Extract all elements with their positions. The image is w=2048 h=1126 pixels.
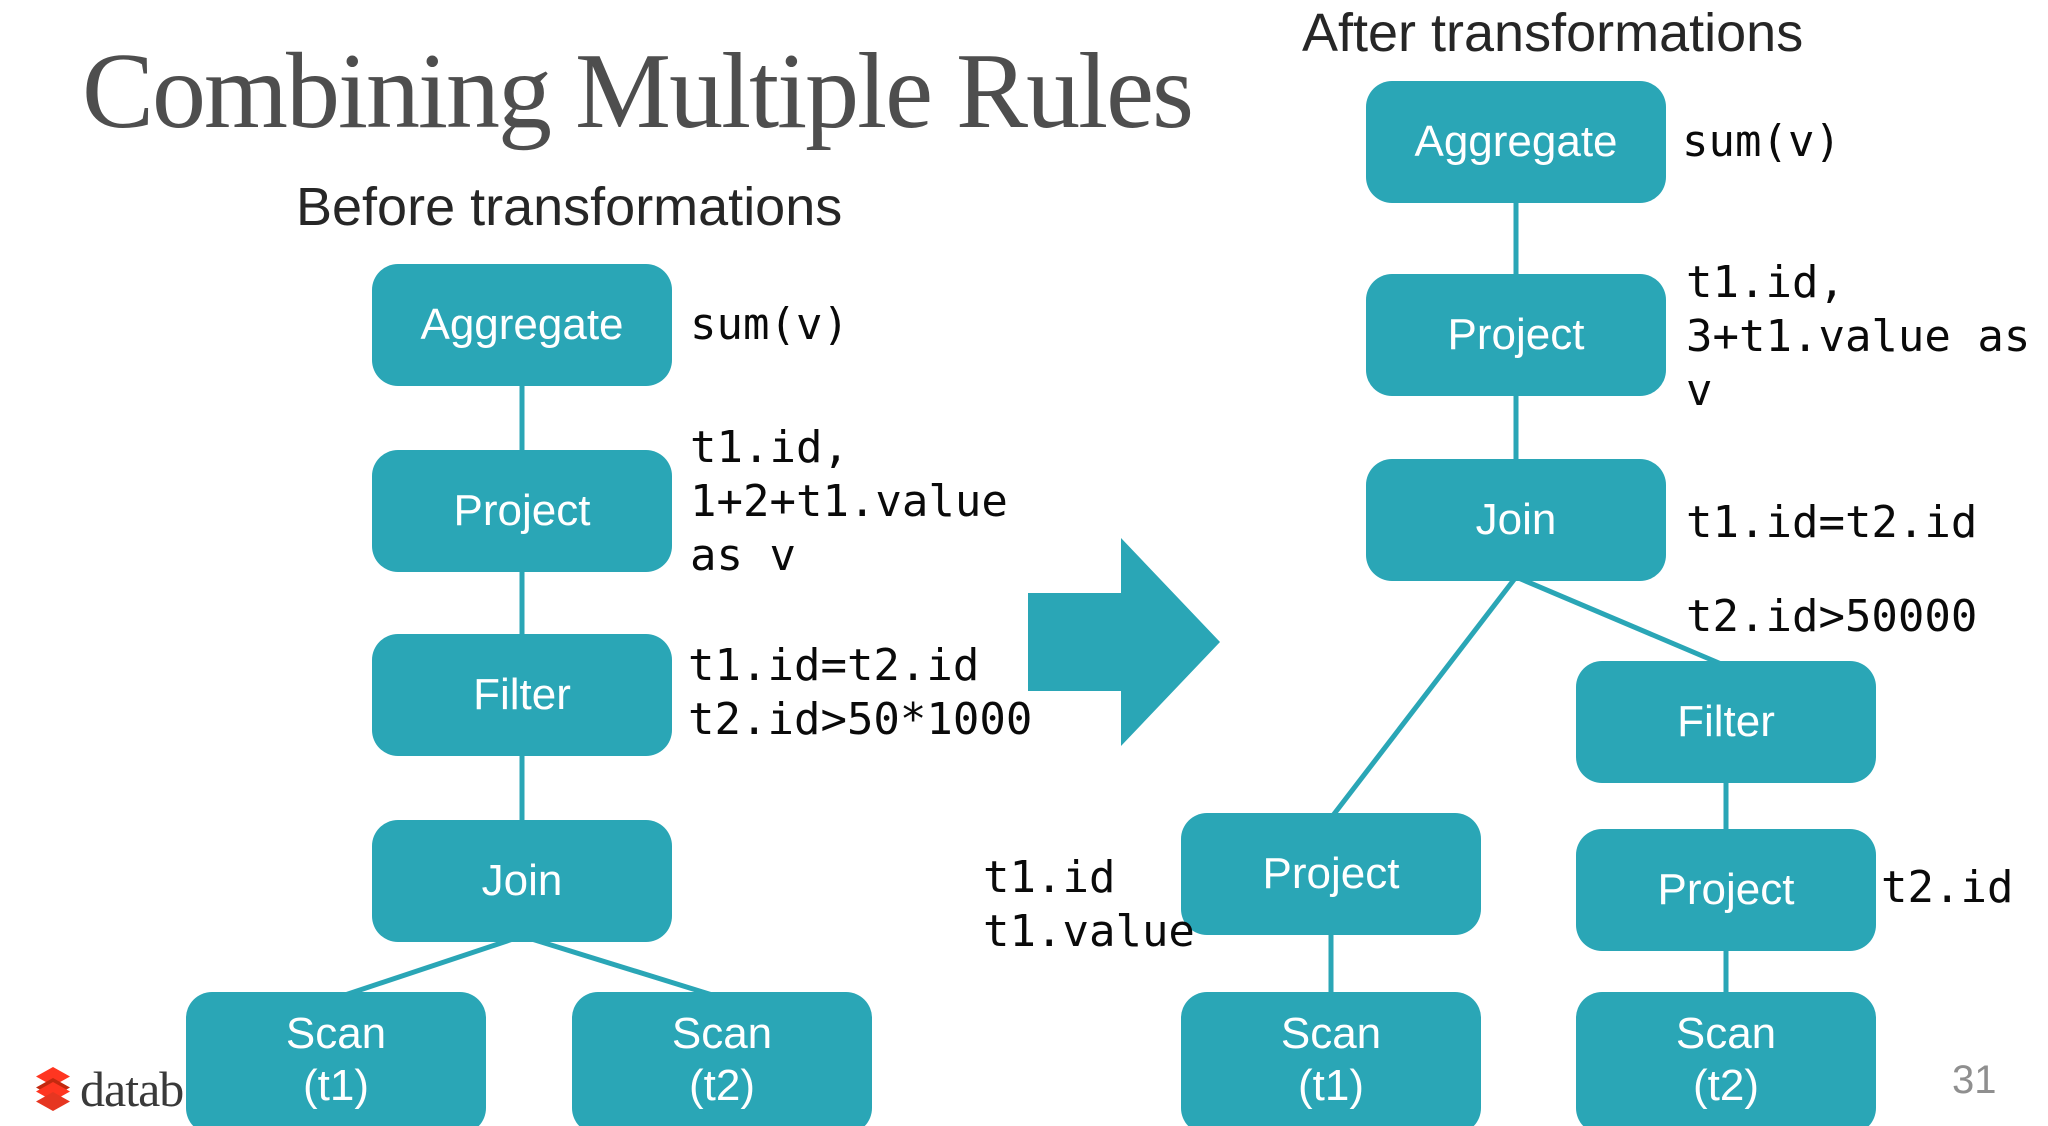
before-node-scan-t2: Scan (t2) — [572, 992, 872, 1126]
databricks-logo-icon — [36, 1067, 70, 1111]
before-node-scan-t1: Scan (t1) — [186, 992, 486, 1126]
after-node-filter: Filter — [1576, 661, 1876, 783]
databricks-logo-text: datab — [80, 1061, 184, 1117]
before-filter-expression-line1: t1.id=t2.id — [688, 640, 980, 691]
before-node-filter: Filter — [372, 634, 672, 756]
before-aggregate-expression: sum(v) — [690, 299, 849, 350]
after-node-scan-t2-line1: Scan — [1675, 1009, 1777, 1058]
before-project-expression-line3: as v — [690, 530, 796, 581]
before-node-aggregate: Aggregate — [372, 264, 672, 386]
before-node-project-label: Project — [453, 486, 591, 535]
before-edge-join-scan1 — [335, 933, 523, 1001]
after-project-expression-line2: 3+t1.value as — [1686, 311, 2031, 362]
after-heading: After transformations — [1302, 3, 1804, 63]
after-node-scan-t2-line2: (t2) — [1693, 1061, 1759, 1110]
before-node-scan-t2-line2: (t2) — [689, 1061, 755, 1110]
before-project-expression-line2: 1+2+t1.value — [690, 476, 1008, 527]
after-node-scan-t1-line2: (t1) — [1298, 1061, 1364, 1110]
after-node-project: Project — [1366, 274, 1666, 396]
after-join-expression: t1.id=t2.id — [1686, 497, 1978, 548]
after-project-expression-line1: t1.id, — [1686, 257, 1845, 308]
before-node-join: Join — [372, 820, 672, 942]
after-node-project-left: Project — [1181, 813, 1481, 935]
before-node-scan-t1-line1: Scan — [285, 1009, 387, 1058]
after-node-aggregate-label: Aggregate — [1414, 117, 1618, 166]
after-node-project-left-label: Project — [1262, 849, 1400, 898]
before-edge-join-scan2 — [521, 933, 723, 1001]
after-edge-join-projectleft — [1329, 575, 1518, 820]
page-number: 31 — [1952, 1058, 1997, 1102]
databricks-logo: datab — [34, 1060, 184, 1118]
after-node-project-right: Project — [1576, 829, 1876, 951]
after-project-left-expression-line2: t1.value — [983, 906, 1195, 957]
after-edge-join-filter — [1515, 574, 1727, 669]
after-node-scan-t2: Scan (t2) — [1576, 992, 1876, 1126]
after-pushed-filter-expression: t2.id>50000 — [1686, 591, 1978, 642]
after-project-left-expression-line1: t1.id — [983, 852, 1116, 903]
after-node-join-label: Join — [1475, 495, 1557, 544]
slide-title: Combining Multiple Rules — [82, 32, 1194, 151]
after-aggregate-expression: sum(v) — [1682, 116, 1841, 167]
after-node-join: Join — [1366, 459, 1666, 581]
after-node-aggregate: Aggregate — [1366, 81, 1666, 203]
before-node-aggregate-label: Aggregate — [420, 300, 624, 349]
before-project-expression-line1: t1.id, — [690, 422, 849, 473]
after-node-scan-t1: Scan (t1) — [1181, 992, 1481, 1126]
after-node-filter-label: Filter — [1677, 697, 1775, 746]
after-node-scan-t1-line1: Scan — [1280, 1009, 1382, 1058]
after-project-expression-line3: v — [1686, 365, 1713, 416]
before-node-scan-t1-line2: (t1) — [303, 1061, 369, 1110]
after-project-right-expression: t2.id — [1881, 862, 2014, 913]
before-node-join-label: Join — [481, 856, 563, 905]
after-node-project-label: Project — [1447, 310, 1585, 359]
before-node-filter-label: Filter — [473, 670, 571, 719]
before-heading: Before transformations — [296, 177, 843, 237]
after-node-project-right-label: Project — [1657, 865, 1795, 914]
before-filter-expression-line2: t2.id>50*1000 — [688, 694, 1033, 745]
before-node-scan-t2-line1: Scan — [671, 1009, 773, 1058]
before-node-project: Project — [372, 450, 672, 572]
